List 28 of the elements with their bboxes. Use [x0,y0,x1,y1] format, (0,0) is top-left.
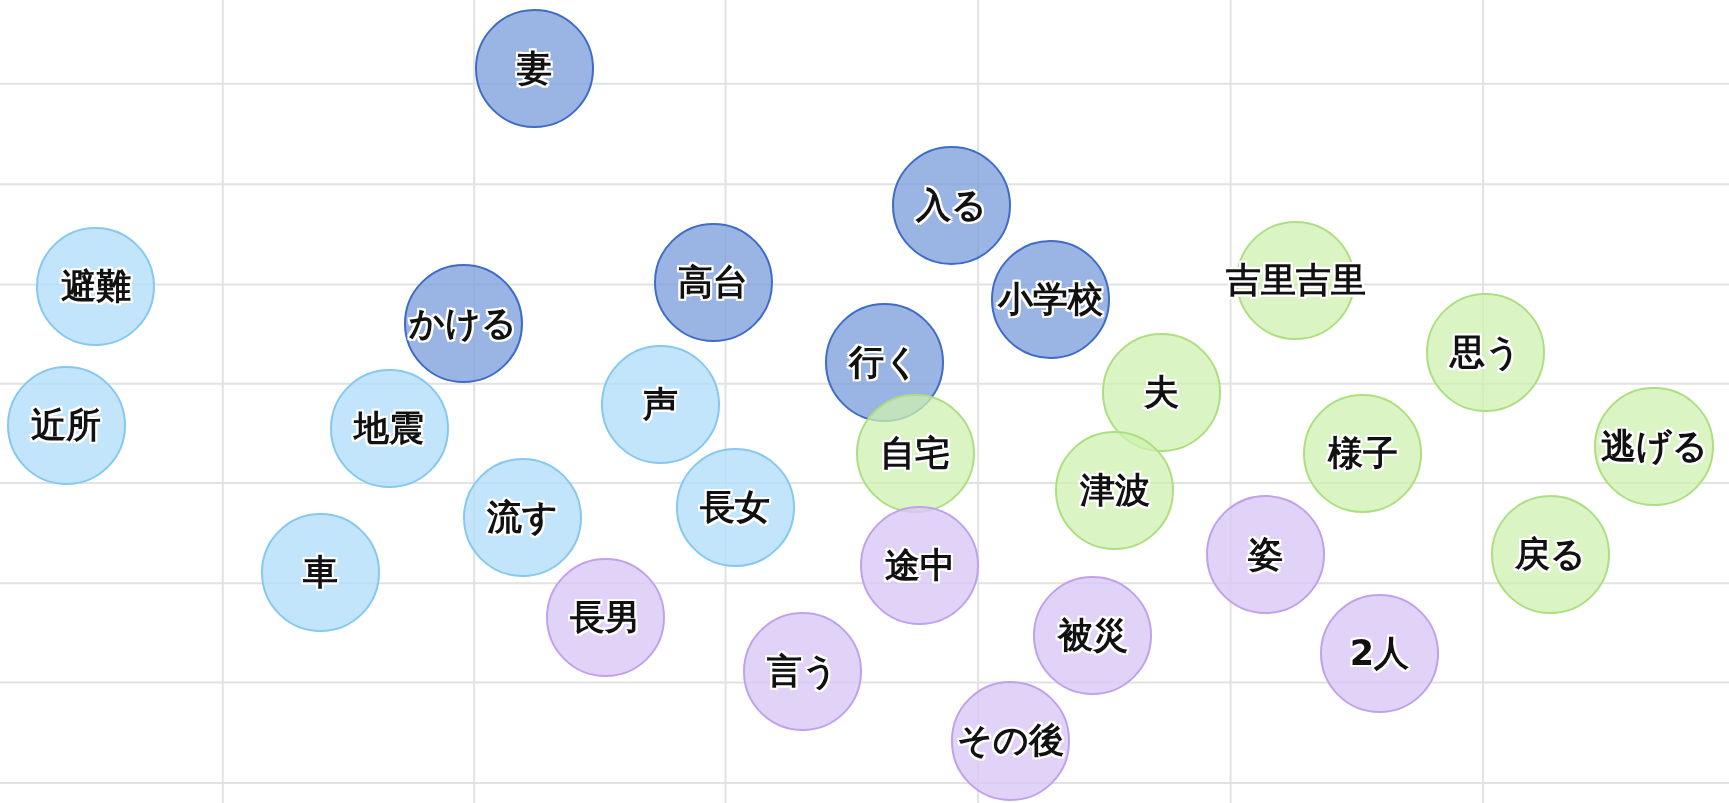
word-label: 逃げる [1600,425,1708,469]
word-label: 被災 [1057,613,1128,657]
word-label: 長男 [570,596,641,639]
word-label: 声 [643,383,678,427]
word-label: 様子 [1327,431,1398,475]
word-label: 小学校 [998,278,1104,322]
word-label: 吉里吉里 [1225,258,1366,302]
word-label: 自宅 [880,431,951,475]
word-label: 長女 [700,485,771,529]
word-label: 2人 [1349,632,1410,676]
word-label: 夫 [1143,371,1179,415]
word-label: 津波 [1079,469,1150,513]
word-label: 言う [767,650,839,693]
word-label: 高台 [678,260,749,304]
word-label: かける [409,301,518,345]
word-label: 車 [303,550,339,594]
word-label: 近所 [31,404,102,448]
word-label: その後 [956,719,1064,763]
word-label: 途中 [884,544,955,588]
word-label: 戻る [1514,533,1586,577]
word-label: 妻 [517,46,553,90]
word-label: 避難 [60,265,131,309]
word-label: 流す [487,495,559,539]
word-label: 入る [916,183,988,227]
word-label: 行く [848,341,920,385]
word-label: 姿 [1248,533,1284,577]
word-label: 思う [1449,331,1521,375]
word-label: 地震 [354,407,425,451]
